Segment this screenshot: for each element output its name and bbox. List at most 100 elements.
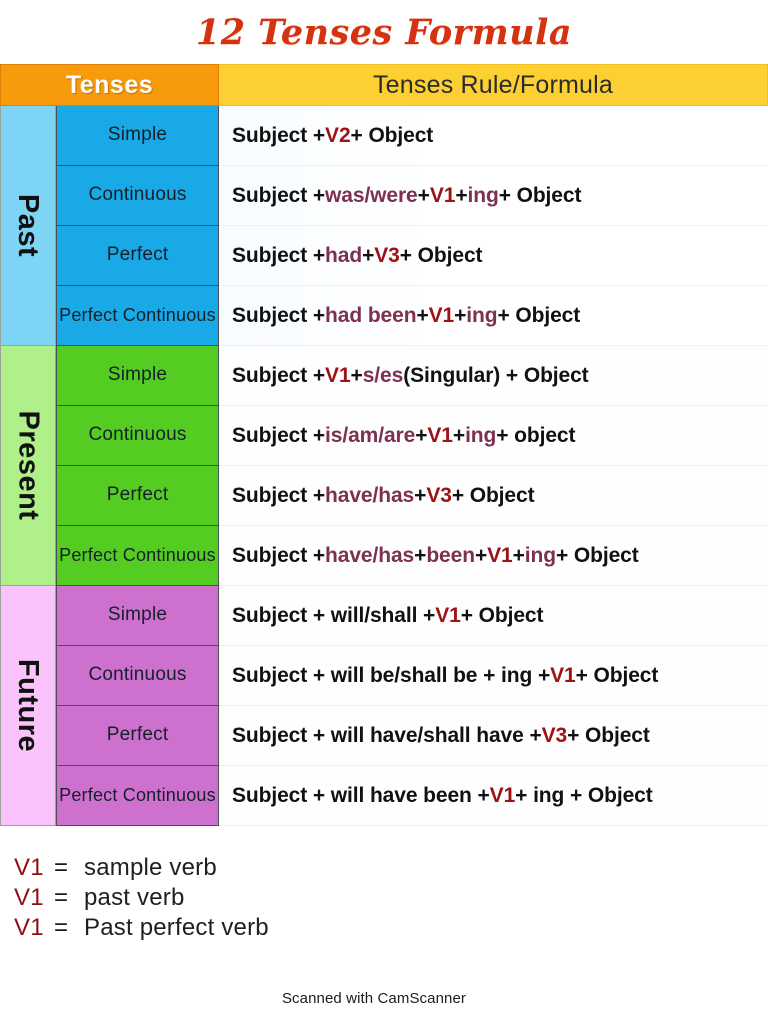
formula-token: Subject + xyxy=(232,423,326,447)
tense-group-label-present: Present xyxy=(0,346,56,586)
tense-group-label-text: Present xyxy=(12,410,45,521)
tense-group-label-past: Past xyxy=(0,106,56,346)
aspect-cell-future-perfect-continuous: Perfect Continuous xyxy=(56,766,219,826)
formula-token: Subject + xyxy=(232,543,326,567)
formula-token: + xyxy=(350,363,363,387)
formula-token: V3 xyxy=(426,483,452,507)
formula-token: Subject + xyxy=(232,363,326,387)
formula-token: V1 xyxy=(435,603,461,627)
formula-token: + ing + Object xyxy=(515,783,653,807)
formula-token: s/es xyxy=(362,363,404,387)
legend-item: V1=sample verb xyxy=(14,854,768,884)
tense-group-label-future: Future xyxy=(0,586,56,826)
aspect-cell-past-simple: Simple xyxy=(56,106,219,166)
page-title: 12 Tenses Formula xyxy=(195,11,573,53)
formula-cell-past-perfect: Subject + had + V3 + Object xyxy=(219,226,768,286)
table-header-row: Tenses Tenses Rule/Formula xyxy=(0,64,768,106)
aspect-cell-future-perfect: Perfect xyxy=(56,706,219,766)
formula-cell-future-perfect: Subject + will have/shall have + V3 + Ob… xyxy=(219,706,768,766)
formula-token: V3 xyxy=(541,723,568,747)
formula-token: ing xyxy=(465,423,497,447)
legend-item: V1=past verb xyxy=(14,884,768,914)
formula-token: have/has xyxy=(325,543,415,567)
footer: Scanned with CamScanner xyxy=(0,990,768,1008)
formula-token: was/were xyxy=(325,183,418,207)
legend-equals-sign: = xyxy=(54,884,69,911)
formula-token: Subject + xyxy=(232,243,326,267)
legend-value: Past perfect verb xyxy=(84,914,269,941)
formula-token: + Object xyxy=(451,483,535,507)
formula-token: V1 xyxy=(427,423,453,447)
formula-token: V1 xyxy=(325,363,351,387)
aspect-cell-present-perfect: Perfect xyxy=(56,466,219,526)
header-cell-rule-formula: Tenses Rule/Formula xyxy=(219,64,768,106)
formula-token: + xyxy=(512,543,525,567)
tense-group-label-text: Past xyxy=(12,193,45,258)
formula-token: had xyxy=(325,243,363,267)
formula-token: V3 xyxy=(374,243,400,267)
formula-token: + xyxy=(362,243,375,267)
aspect-cell-past-perfect: Perfect xyxy=(56,226,219,286)
formula-token: V2 xyxy=(325,123,351,147)
formula-token: V1 xyxy=(428,303,455,327)
formula-token: + xyxy=(455,183,468,207)
formula-cell-past-continuous: Subject + was/were + V1 + ing + Object xyxy=(219,166,768,226)
formula-token: + xyxy=(452,423,466,447)
formula-cell-present-continuous: Subject + is/am/are + V1 + ing + object xyxy=(219,406,768,466)
formula-token: Subject + xyxy=(232,483,326,507)
formula-token: + xyxy=(416,303,429,327)
formula-token: + xyxy=(417,183,430,207)
aspect-cell-present-simple: Simple xyxy=(56,346,219,406)
formula-token: V1 xyxy=(487,543,513,567)
formula-cell-present-simple: Subject + V1 + s/es(Singular) + Object xyxy=(219,346,768,406)
formula-token: Subject + will have been + xyxy=(232,783,490,807)
formula-token: Subject + xyxy=(232,183,326,207)
formula-token: V1 xyxy=(489,783,516,807)
formula-cell-past-perfect-continuous: Subject + had been + V1 + ing + Object xyxy=(219,286,768,346)
aspect-cell-past-continuous: Continuous xyxy=(56,166,219,226)
formula-token: + Object xyxy=(575,663,659,687)
aspect-cell-present-perfect-continuous: Perfect Continuous xyxy=(56,526,219,586)
legend-item: V1=Past perfect verb xyxy=(14,914,768,944)
formula-token: + object xyxy=(496,423,576,447)
formula-token: + xyxy=(474,543,488,567)
formula-token: + Object xyxy=(498,183,582,207)
formula-cell-present-perfect-continuous: Subject + have/has + been + V1 + ing + O… xyxy=(219,526,768,586)
formula-token: V1 xyxy=(550,663,576,687)
formula-token: + xyxy=(415,423,428,447)
formula-token: + xyxy=(454,303,467,327)
formula-token: + xyxy=(414,483,427,507)
formula-token: is/am/are xyxy=(325,423,416,447)
formula-token: + Object xyxy=(555,543,639,567)
formula-token: + Object xyxy=(460,603,544,627)
formula-token: + Object xyxy=(497,303,581,327)
formula-token: Subject + will/shall + xyxy=(232,603,436,627)
formula-cell-future-perfect-continuous: Subject + will have been + V1 + ing + Ob… xyxy=(219,766,768,826)
formula-token: V1 xyxy=(429,183,456,207)
legend-key: V1 xyxy=(14,884,44,911)
tense-group-label-text: Future xyxy=(12,658,45,753)
formula-token: + xyxy=(414,543,427,567)
formula-cell-future-continuous: Subject + will be/shall be + ing + V1 + … xyxy=(219,646,768,706)
page-title-bar: 12 Tenses Formula xyxy=(0,0,768,64)
formula-cell-present-perfect: Subject + have/has + V3 + Object xyxy=(219,466,768,526)
formula-token: Subject + xyxy=(232,123,326,147)
formula-token: (Singular) + Object xyxy=(403,363,589,387)
footer-watermark: Scanned with CamScanner xyxy=(281,990,467,1007)
formula-token: + Object xyxy=(399,243,483,267)
